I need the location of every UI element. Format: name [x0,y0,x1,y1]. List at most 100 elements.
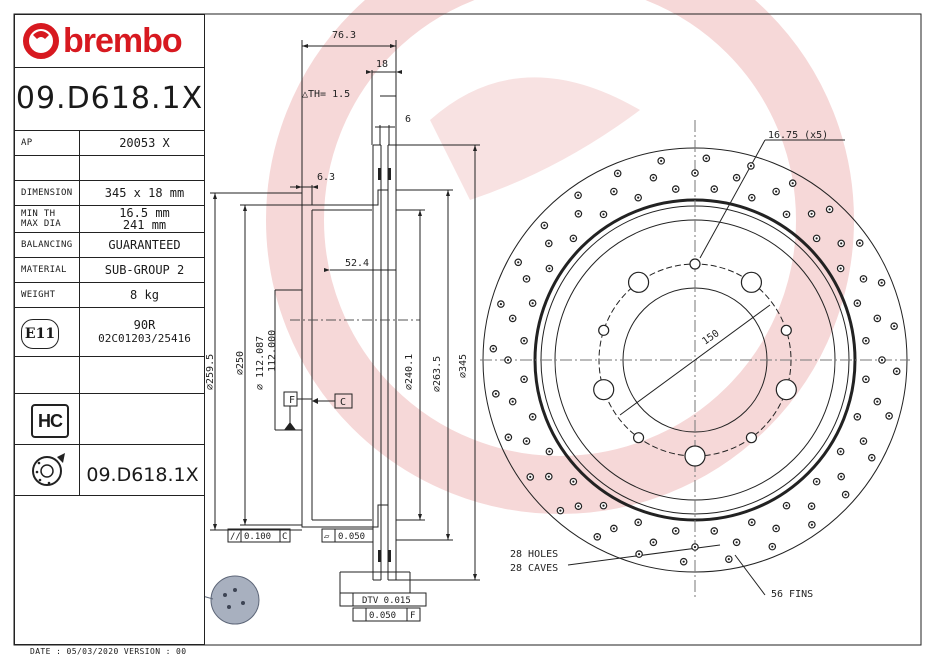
drilled-hole-center [682,560,685,563]
drilled-hole-center [840,475,843,478]
drilled-hole-center [652,541,655,544]
spec-value: 20053 X [119,136,170,150]
brembo-logo-icon [23,23,59,59]
drilled-hole-center [785,213,788,216]
drilled-hole-center [522,339,526,342]
tol2-symbol: ▱ [324,532,330,542]
drilled-hole-center [492,347,495,350]
drilled-hole-center [870,456,873,459]
drilled-hole-center [525,440,528,443]
spec-row-minth: MIN TH MAX DIA 16.5 mm 241 mm [15,206,204,233]
column-divider [79,394,80,495]
bolt-hole [740,271,763,293]
drilled-hole-center [577,212,580,215]
dim-263: ⌀263.5 [432,356,443,392]
dim-width-total: 76.3 [332,30,356,41]
spec-value: 16.5 mm [119,206,170,220]
dim-112: ⌀ 112.087 [255,336,266,390]
datum-f: F [289,395,295,406]
spec-value: 8 kg [130,288,159,302]
drilled-hole-center [522,378,526,381]
drilled-hole-center [750,521,753,524]
drilled-hole-center [547,242,550,245]
drilled-hole-center [862,277,865,280]
drilled-hole-center [735,541,738,544]
small-hole [598,324,610,336]
drilled-hole-center [844,493,847,496]
drilled-hole-center [856,415,859,418]
spec-row-empty [15,357,204,394]
dim-th-tolerance: △TH= 1.5 [302,89,350,100]
spec-row-blank [15,156,204,181]
dim-vane: 6 [405,114,411,125]
drilled-hole-center [775,190,778,193]
drilled-hole-center [596,535,599,538]
small-hole [745,432,758,444]
drilled-hole-center [864,339,868,342]
drilled-hole-center [652,176,655,179]
drilled-hole-center [602,504,605,507]
column-divider [79,131,80,394]
drilled-hole-center [880,358,884,362]
drilled-hole-center [880,281,883,284]
caves-label: 28 CAVES [510,563,558,574]
drilled-hole-center [572,480,575,483]
small-hole [632,432,645,444]
spec-row-weight: WEIGHT 8 kg [15,283,204,308]
drilled-hole-center [612,190,615,193]
brembo-logo: brembo [15,15,204,68]
drilled-hole-center [674,187,677,191]
drilled-hole-center [856,302,859,305]
drilled-hole-center [893,325,896,328]
e11-mark: E11 [21,319,59,349]
drilled-hole-center [815,237,818,240]
spec-row-balancing: BALANCING GUARANTEED [15,233,204,258]
drilled-hole-center [616,172,619,175]
spec-key: BALANCING [21,240,73,250]
bolt-hole [775,379,797,401]
holes-label: 28 HOLES [510,549,558,560]
drilled-hole-center [548,267,551,270]
drilled-hole-center [529,475,532,478]
drilled-hole-center [525,277,528,280]
drilled-hole-center [548,450,551,453]
drilled-hole-center [693,171,697,175]
bolt-hole [627,271,650,293]
spec-row-material: MATERIAL SUB-GROUP 2 [15,258,204,283]
drilled-disc-icon [32,453,65,486]
drilled-hole-center [810,212,813,215]
drilled-hole-center [840,242,843,245]
drilled-hole-center [499,302,502,306]
spec-row-approval: 90R 02C01203/25416 [15,308,204,357]
drilled-hole-center [637,521,640,524]
drilled-hole-center [693,545,697,549]
drilled-hole-center [888,414,891,418]
bolt-holes-label: 16.75 (x5) [768,130,828,141]
drilled-hole-center [858,242,861,245]
drilled-hole-center [517,261,520,264]
spec-key: AP [21,138,33,148]
datum-c: C [340,397,346,408]
drilled-hole-center [531,302,534,305]
spec-value: 241 mm [122,218,167,232]
spec-key: MIN TH [21,209,56,219]
drilled-hole-center [612,527,615,530]
drilled-hole-center [815,480,818,483]
footer-date-version: DATE : 05/03/2020 VERSION : 00 [30,647,187,656]
drilled-hole-center [735,176,738,179]
spec-key: DIMENSION [21,188,73,198]
drilled-hole-center [705,157,708,160]
drilled-hole-center [876,400,879,403]
dim-250: ⌀250 [235,351,246,375]
drilled-hole-center [810,523,813,526]
spec-key: WEIGHT [21,290,56,300]
drilled-hole-center [577,194,580,197]
drilled-hole-center [511,317,514,320]
dim-112b: 112.000 [267,330,278,372]
pcd-label: 150 [700,328,721,347]
tol1-ref: C [282,532,287,542]
drilled-hole-center [547,475,550,478]
spec-value: SUB-GROUP 2 [104,263,185,277]
